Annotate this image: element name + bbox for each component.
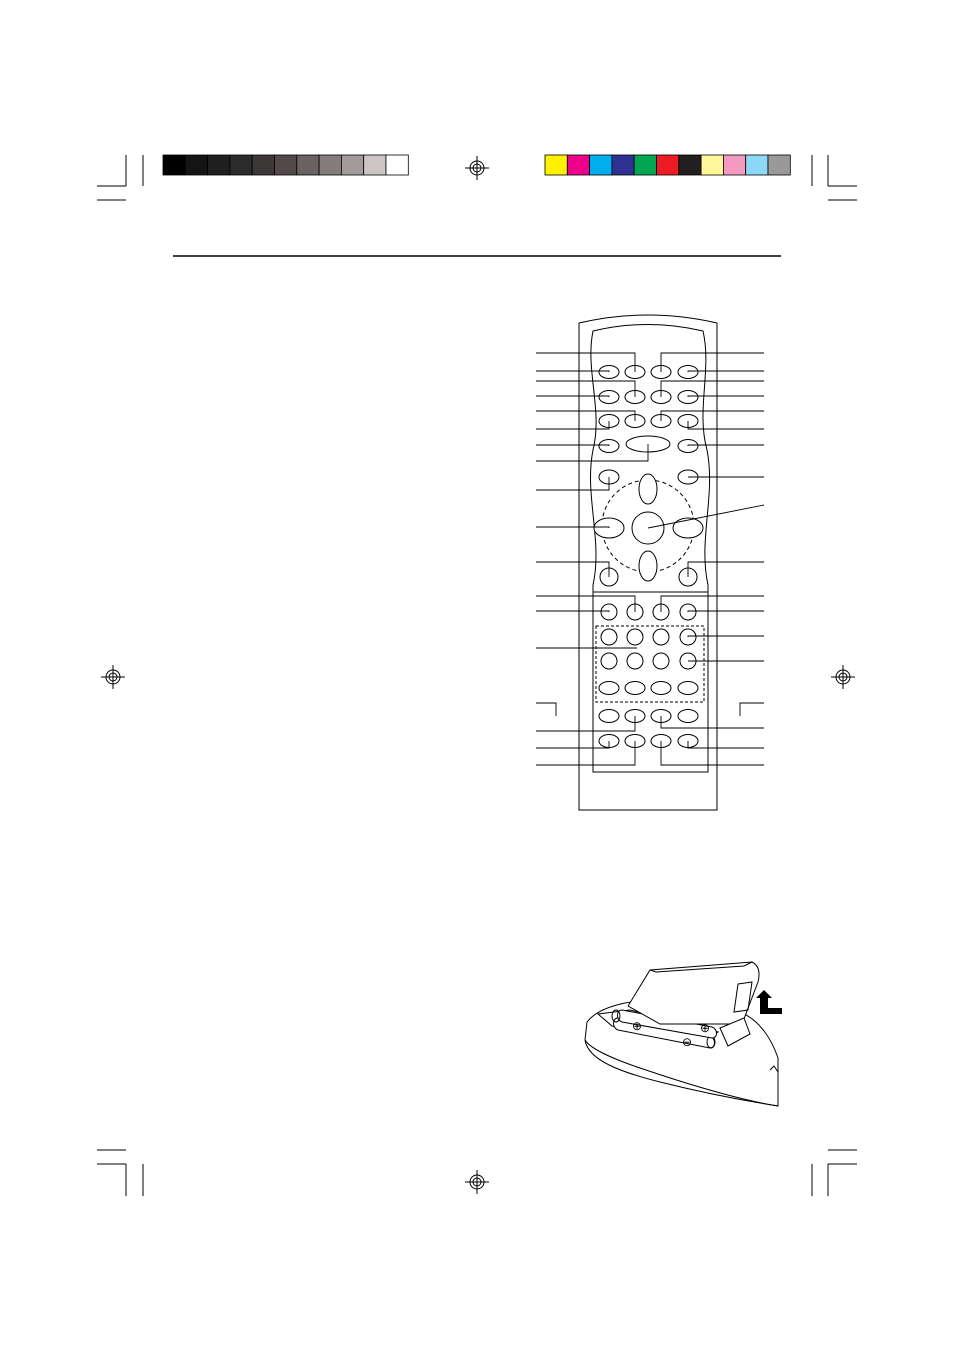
- keypad-button[interactable]: [600, 652, 618, 670]
- callout-line: [660, 595, 764, 612]
- callout-line: [687, 635, 764, 637]
- remote-face: [590, 324, 711, 773]
- callout-line: [660, 352, 764, 372]
- callout-line: [536, 444, 610, 446]
- callout-line: [647, 504, 765, 529]
- plus-symbol-2: ⊕: [700, 1021, 710, 1035]
- callout-line: [536, 595, 636, 612]
- keypad-button[interactable]: [652, 652, 670, 670]
- minus-symbol: ⊖: [682, 1035, 692, 1049]
- crop-marks: [97, 155, 857, 1196]
- keypad-button[interactable]: [626, 652, 644, 670]
- color-swatch: [544, 154, 568, 176]
- battery-cover: [627, 961, 760, 1025]
- gray-swatch: [162, 154, 186, 176]
- callout-line: [687, 610, 764, 612]
- callout-line: [536, 380, 636, 397]
- callout-line: [687, 444, 764, 446]
- callout-line: [687, 421, 764, 430]
- gray-swatch: [296, 154, 320, 176]
- keypad-button[interactable]: [650, 681, 672, 695]
- grayscale-bar: [162, 154, 409, 176]
- color-swatch: [678, 154, 702, 176]
- remote-control-diagram: [536, 314, 765, 811]
- callout-line: [536, 741, 636, 766]
- callout-line: [536, 395, 610, 397]
- keypad-button[interactable]: [624, 681, 646, 695]
- registration-target-icon: [465, 156, 489, 180]
- callout-line: [536, 526, 610, 528]
- color-bar: [544, 154, 791, 176]
- callout-line: [687, 561, 764, 577]
- lift-arrow-icon: [756, 990, 782, 1014]
- callout-line: [536, 610, 610, 612]
- gray-swatch: [184, 154, 209, 176]
- callout-line: [660, 716, 764, 729]
- registration-target-icon: [831, 665, 855, 689]
- color-swatch: [656, 154, 680, 176]
- color-swatch: [745, 154, 769, 176]
- gray-swatch: [318, 154, 342, 176]
- callout-line: [536, 444, 649, 462]
- color-swatch: [700, 154, 724, 176]
- color-swatch: [589, 154, 613, 176]
- nav-up-button[interactable]: [638, 473, 658, 505]
- plus-symbol-1: ⊕: [632, 1019, 642, 1033]
- callout-line: [536, 716, 636, 732]
- keypad-button[interactable]: [626, 628, 644, 646]
- callout-line: [536, 741, 610, 749]
- callout-line: [536, 410, 636, 421]
- keypad-button[interactable]: [652, 628, 670, 646]
- callout-bracket-left: [536, 702, 557, 716]
- keypad-button[interactable]: [598, 681, 620, 695]
- gray-swatch: [207, 154, 231, 176]
- color-swatch: [633, 154, 657, 176]
- registration-marks: [101, 156, 855, 1194]
- remote-button[interactable]: [677, 709, 699, 723]
- callout-line: [687, 741, 764, 749]
- gray-swatch: [385, 154, 409, 176]
- remote-button[interactable]: [598, 709, 620, 723]
- nav-down-button[interactable]: [638, 550, 658, 582]
- button-rows: [598, 365, 699, 453]
- keypad-button[interactable]: [600, 628, 618, 646]
- gray-swatch: [274, 154, 298, 176]
- keypad-button[interactable]: [677, 681, 699, 695]
- callout-line: [536, 370, 610, 372]
- callout-line: [687, 370, 764, 372]
- gray-swatch: [340, 154, 365, 176]
- callout-lines: [536, 352, 765, 766]
- callout-line: [536, 561, 610, 577]
- callout-line: [660, 380, 764, 397]
- callout-line: [536, 352, 636, 372]
- battery-installation-diagram: ⊕ ⊕ ⊖: [584, 961, 782, 1107]
- gray-swatch: [251, 154, 275, 176]
- registration-target-icon: [465, 1170, 489, 1194]
- color-swatch: [767, 154, 791, 176]
- callout-line: [536, 477, 610, 491]
- color-swatch: [566, 154, 590, 176]
- numeric-keypad: [598, 603, 699, 695]
- callout-line: [536, 421, 610, 430]
- callout-line: [660, 410, 764, 421]
- callout-line: [687, 395, 764, 397]
- registration-target-icon: [101, 665, 125, 689]
- callout-bracket-right: [739, 702, 764, 716]
- gray-swatch: [229, 154, 253, 176]
- callout-line: [660, 741, 764, 766]
- color-swatch: [723, 154, 747, 176]
- gray-swatch: [363, 154, 387, 176]
- keypad-dashed-box: [595, 625, 705, 703]
- color-swatch: [611, 154, 635, 176]
- nav-right-button[interactable]: [672, 517, 704, 539]
